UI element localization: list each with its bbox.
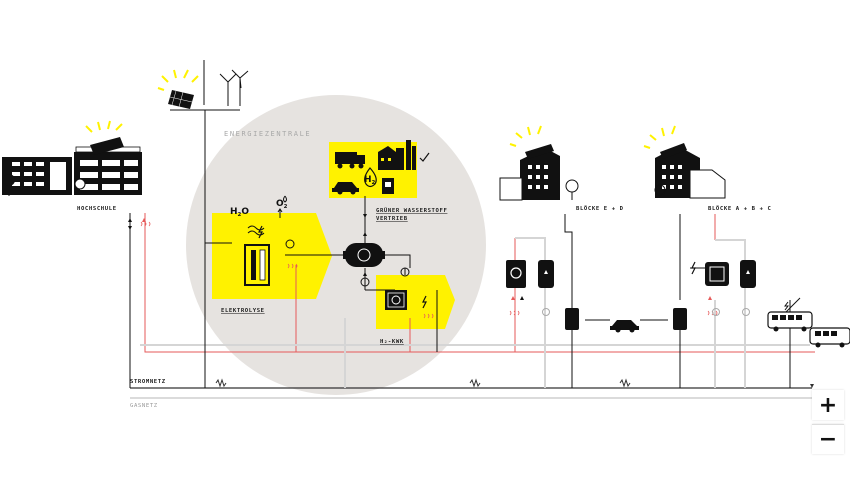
bloecke-ed-building <box>499 125 579 201</box>
wind-turbine-icon <box>219 69 249 106</box>
svg-text:H2: H2 <box>364 175 376 186</box>
checkmark-icon <box>419 152 430 162</box>
trolleybus-icon <box>767 297 813 332</box>
hochschule-label: HOCHSCHULE <box>77 206 117 212</box>
zoom-in-button[interactable]: + <box>812 390 844 420</box>
car-icon <box>332 182 359 195</box>
wasserstoff-label-line2: VERTRIEB <box>376 216 408 222</box>
h2-drop-icon: H2 <box>364 167 377 188</box>
o2-label: O2 <box>276 199 288 210</box>
stromnetz-label: STROMNETZ <box>130 379 166 385</box>
gasnetz-label: GASNETZ <box>130 403 158 409</box>
tank-connectors <box>360 214 370 287</box>
fuel-pump-icon <box>382 178 394 194</box>
bloecke-ed-devices <box>506 260 579 330</box>
bloecke-abc-devices <box>673 260 756 330</box>
chp-unit-icon <box>385 290 407 310</box>
factory-icon <box>378 140 416 170</box>
zoom-out-button[interactable]: − <box>812 424 844 454</box>
electric-car-icon <box>610 320 639 333</box>
kwk-label: H₂-KWK <box>380 339 404 345</box>
electrolyzer-icon <box>244 225 270 286</box>
hochschule-solar-icon <box>85 120 124 155</box>
h2o-label: H2O <box>230 207 249 218</box>
hydrogen-tank-icon <box>343 243 385 267</box>
elektrolyse-highlight <box>212 213 332 299</box>
bloecke-ed-label: BLÖCKE E + D <box>576 205 624 212</box>
wasserstoff-label-line1: GRÜNER WASSERSTOFF <box>376 207 447 214</box>
hochschule-building <box>2 146 142 196</box>
energiezentrale-label: ENERGIEZENTRALE <box>224 130 311 138</box>
bus-icon <box>809 327 850 348</box>
solar-panel-icon <box>157 69 199 109</box>
truck-icon <box>335 152 365 169</box>
bloecke-abc-label: BLÖCKE A + B + C <box>708 205 771 212</box>
kwk-highlight <box>376 275 455 329</box>
hochschule-connectors <box>128 218 151 230</box>
bloecke-abc-building <box>643 125 726 199</box>
elektrolyse-label: ELEKTROLYSE <box>221 308 265 314</box>
